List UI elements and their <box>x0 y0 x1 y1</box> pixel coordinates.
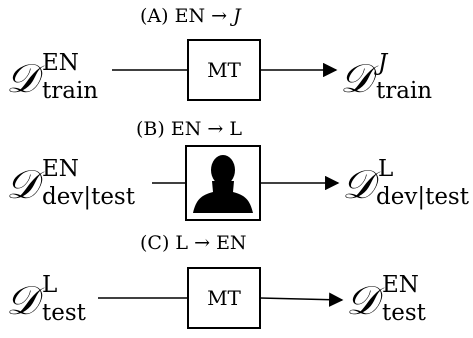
dataset-superscript: EN <box>42 50 79 76</box>
dataset-superscript: EN <box>382 272 419 298</box>
dataset-subscript: test <box>382 300 427 326</box>
caption-a: (A) EN → J <box>140 5 242 27</box>
source-dataset-b: 𝒟 EN dev|test <box>6 156 136 210</box>
target-dataset-b: 𝒟 L dev|test <box>342 156 470 210</box>
dataset-symbol: 𝒟 <box>6 56 45 102</box>
dataset-subscript: train <box>42 78 98 104</box>
dataset-subscript: test <box>42 300 87 326</box>
dataset-symbol: 𝒟 <box>6 278 45 324</box>
mt-label-c: MT <box>207 286 241 310</box>
dataset-superscript: J <box>374 50 389 76</box>
caption-c: (C) L → EN <box>140 232 247 254</box>
row-c: (C) L → EN 𝒟 L test MT 𝒟 EN test <box>6 232 427 329</box>
target-dataset-a: 𝒟 J train <box>340 50 432 104</box>
row-b: (B) EN → L 𝒟 EN dev|test 𝒟 L dev|test <box>6 118 470 221</box>
dataset-symbol: 𝒟 <box>340 56 379 102</box>
dataset-superscript: L <box>378 156 393 182</box>
source-dataset-c: 𝒟 L test <box>6 272 87 326</box>
dataset-symbol: 𝒟 <box>346 278 385 324</box>
dataset-subscript: dev|test <box>376 184 470 210</box>
person-silhouette-icon <box>193 155 253 213</box>
dataset-subscript: train <box>376 78 432 104</box>
dataset-symbol: 𝒟 <box>6 162 45 208</box>
caption-b: (B) EN → L <box>136 118 242 140</box>
mt-label-a: MT <box>207 58 241 82</box>
row-a: (A) EN → J 𝒟 EN train MT 𝒟 J train <box>6 5 432 104</box>
dataset-superscript: EN <box>42 156 79 182</box>
output-arrow-c <box>259 292 344 307</box>
dataset-superscript: L <box>42 272 57 298</box>
target-dataset-c: 𝒟 EN test <box>346 272 427 326</box>
dataset-subscript: dev|test <box>42 184 136 210</box>
source-dataset-a: 𝒟 EN train <box>6 50 98 104</box>
